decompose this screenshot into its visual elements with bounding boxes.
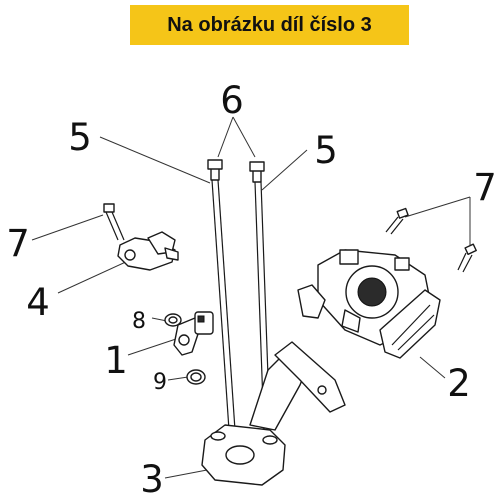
callout-2: 2 [447,362,471,405]
part-1-fitting [173,311,214,356]
callout-4: 4 [26,281,50,324]
callout-7-left: 7 [6,222,30,265]
callout-3: 3 [140,458,164,500]
bolt-7-upper-right [385,207,409,235]
callout-8: 8 [132,309,146,334]
callout-5-left: 5 [68,116,92,159]
o-ring-9 [186,369,206,385]
long-bolt-left [207,159,236,431]
bolt-7-left [103,203,125,241]
callout-9: 9 [153,370,167,395]
bolt-7-lower-right [457,243,477,273]
callout-1: 1 [104,339,128,382]
callout-7-right: 7 [473,166,497,209]
callout-6: 6 [220,79,244,122]
part-4-sensor [117,231,179,271]
part-3-bracket [201,341,346,486]
o-ring-8 [164,313,182,327]
info-banner: Na obrázku díl číslo 3 [130,5,409,45]
banner-text: Na obrázku díl číslo 3 [167,13,372,36]
callout-5-right: 5 [314,129,338,172]
part-2-throttle-body [297,249,441,359]
